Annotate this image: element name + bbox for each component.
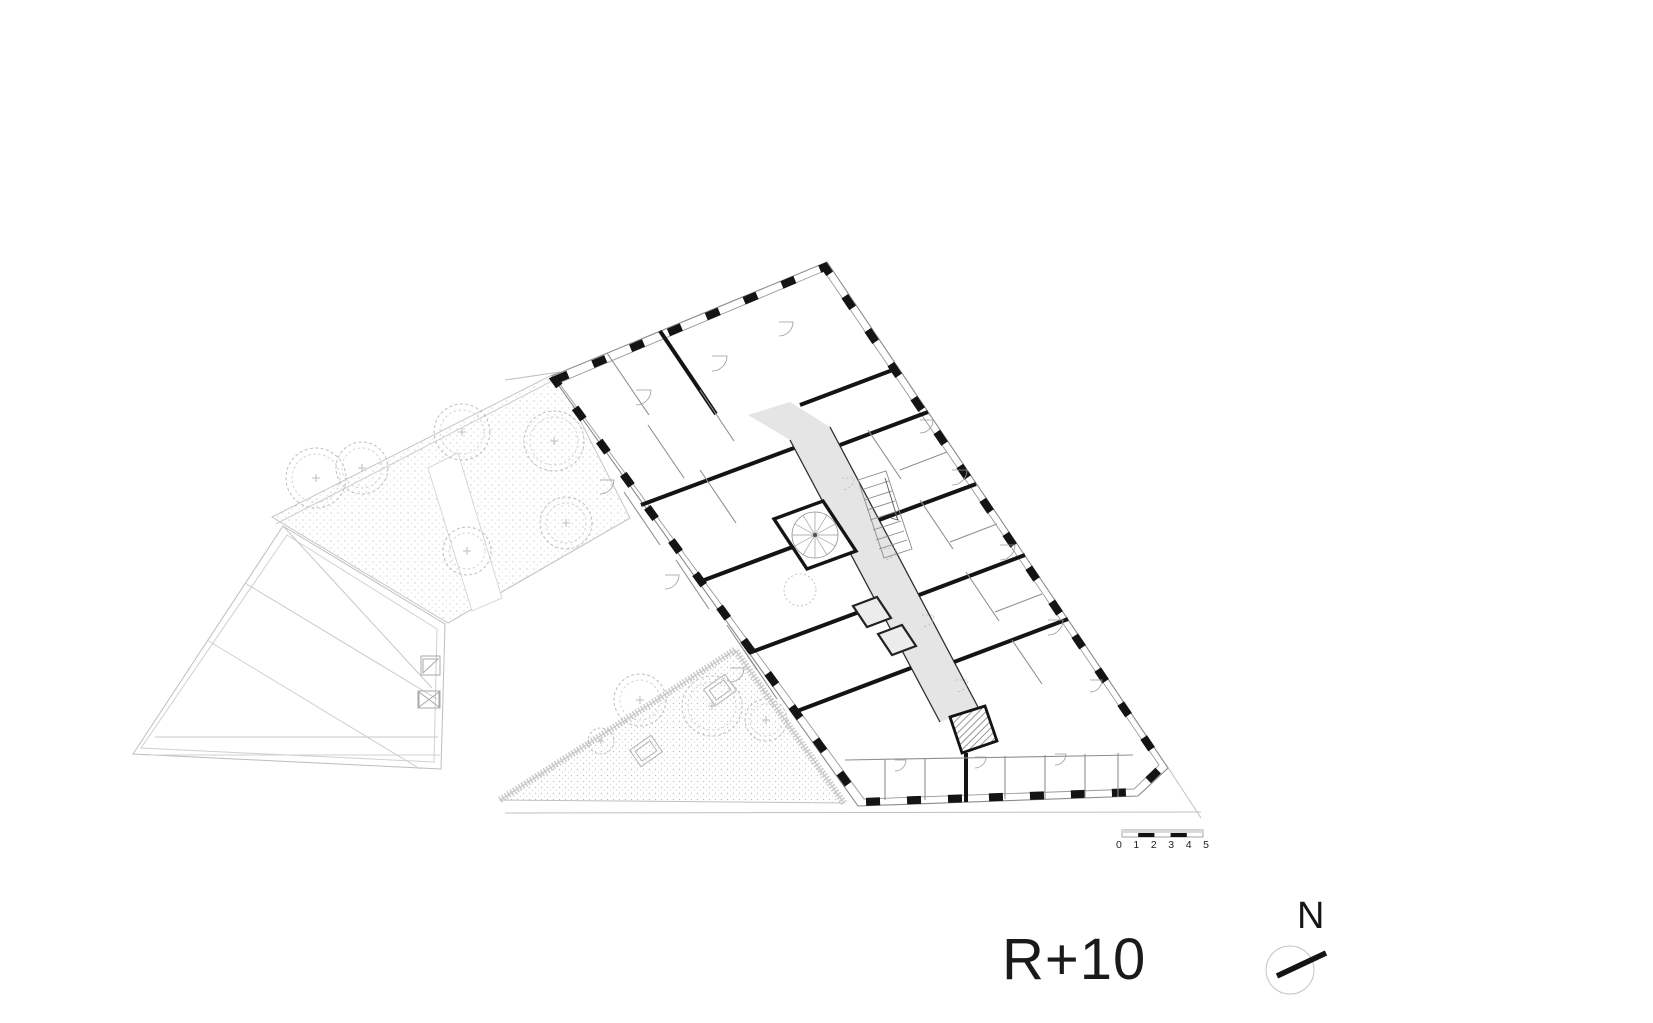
scale-tick-label: 1 <box>1133 839 1140 851</box>
site-context <box>132 371 1202 819</box>
perimeter-piers <box>548 262 1169 807</box>
elevator-cab <box>851 595 893 629</box>
scale-tick-label: 5 <box>1203 839 1209 851</box>
tree-icon <box>442 526 492 576</box>
roof-hatch-bowtie <box>417 690 441 709</box>
door-swings-dashed <box>783 477 969 693</box>
hatched-shaft <box>948 704 999 755</box>
central-corridor <box>748 402 979 723</box>
scale-tick-label: 0 <box>1116 839 1122 851</box>
tree-icon <box>539 496 593 550</box>
garden-path <box>427 452 503 612</box>
tree-icon <box>681 675 743 737</box>
elevator-cab <box>876 623 918 657</box>
garden-hatch-border <box>498 645 847 806</box>
floor-label: R+10 <box>1002 927 1147 992</box>
tree-icon <box>587 727 615 755</box>
main-building <box>548 261 1169 807</box>
scale-tick-label: 2 <box>1150 839 1157 851</box>
trees <box>285 403 788 755</box>
scale-tick-label: 4 <box>1185 839 1192 851</box>
scale-bar-labels: 0 1 2 3 4 5 <box>1116 839 1209 851</box>
north-label: N <box>1297 895 1325 937</box>
neighbor-roof-plan <box>132 525 446 770</box>
door-swings <box>599 321 1103 772</box>
tree-icon <box>744 698 788 742</box>
planter <box>702 673 738 707</box>
tree-icon <box>433 403 491 461</box>
tree-icon <box>523 410 585 472</box>
tree-icon <box>613 673 667 727</box>
spiral-stair <box>771 498 859 572</box>
scale-tick-label: 3 <box>1168 839 1175 851</box>
courtyard-garden <box>270 372 631 624</box>
partitions <box>606 352 1134 800</box>
scale-bar <box>1121 829 1204 838</box>
tree-icon <box>285 447 347 509</box>
triangular-garden <box>498 645 847 806</box>
elevators <box>851 595 918 657</box>
party-walls <box>640 329 1069 802</box>
tree-icon <box>335 441 389 495</box>
planter <box>628 734 664 768</box>
north-arrow-icon <box>1265 945 1328 995</box>
straight-stair <box>857 470 913 559</box>
roof-hatch-triangle <box>420 655 441 676</box>
